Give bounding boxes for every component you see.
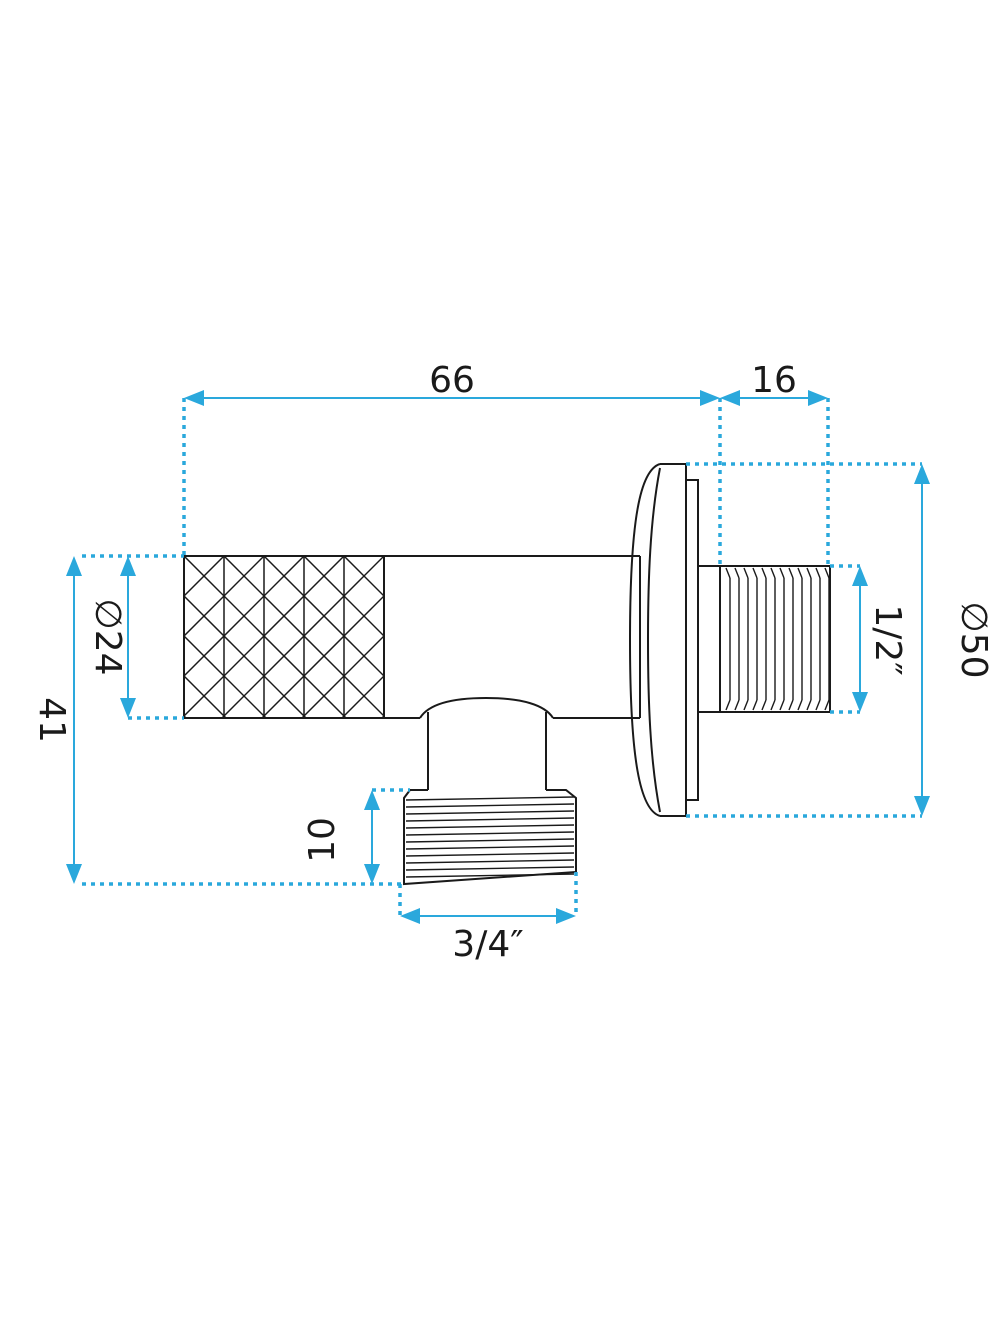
label-total-length: 66 bbox=[429, 360, 475, 401]
dimension-height: 41 bbox=[31, 556, 404, 886]
dimension-inlet-thread: 1/2″ bbox=[830, 564, 908, 714]
dimension-flange-diameter: ∅50 bbox=[686, 462, 994, 818]
dimension-total-length: 66 bbox=[182, 360, 722, 566]
dimension-thread-length: 16 bbox=[720, 360, 830, 566]
label-knob-diameter: ∅24 bbox=[87, 598, 128, 675]
dimension-knob-diameter: ∅24 bbox=[82, 554, 184, 720]
label-outlet-thread: 3/4″ bbox=[452, 924, 523, 965]
outlet-thread-three-quarter bbox=[403, 789, 577, 886]
label-thread-length: 16 bbox=[751, 360, 797, 401]
dimension-outlet-thread-height: 10 bbox=[302, 788, 410, 884]
valve-body bbox=[384, 555, 640, 790]
inlet-thread-half-inch bbox=[698, 565, 831, 713]
label-flange-diameter: ∅50 bbox=[953, 601, 994, 678]
label-inlet-thread: 1/2″ bbox=[867, 604, 908, 675]
label-height: 41 bbox=[31, 697, 72, 743]
knurled-handle bbox=[183, 555, 385, 719]
label-outlet-thread-height: 10 bbox=[302, 817, 343, 863]
wall-flange bbox=[628, 463, 699, 817]
dimension-outlet-thread: 3/4″ bbox=[398, 872, 578, 965]
